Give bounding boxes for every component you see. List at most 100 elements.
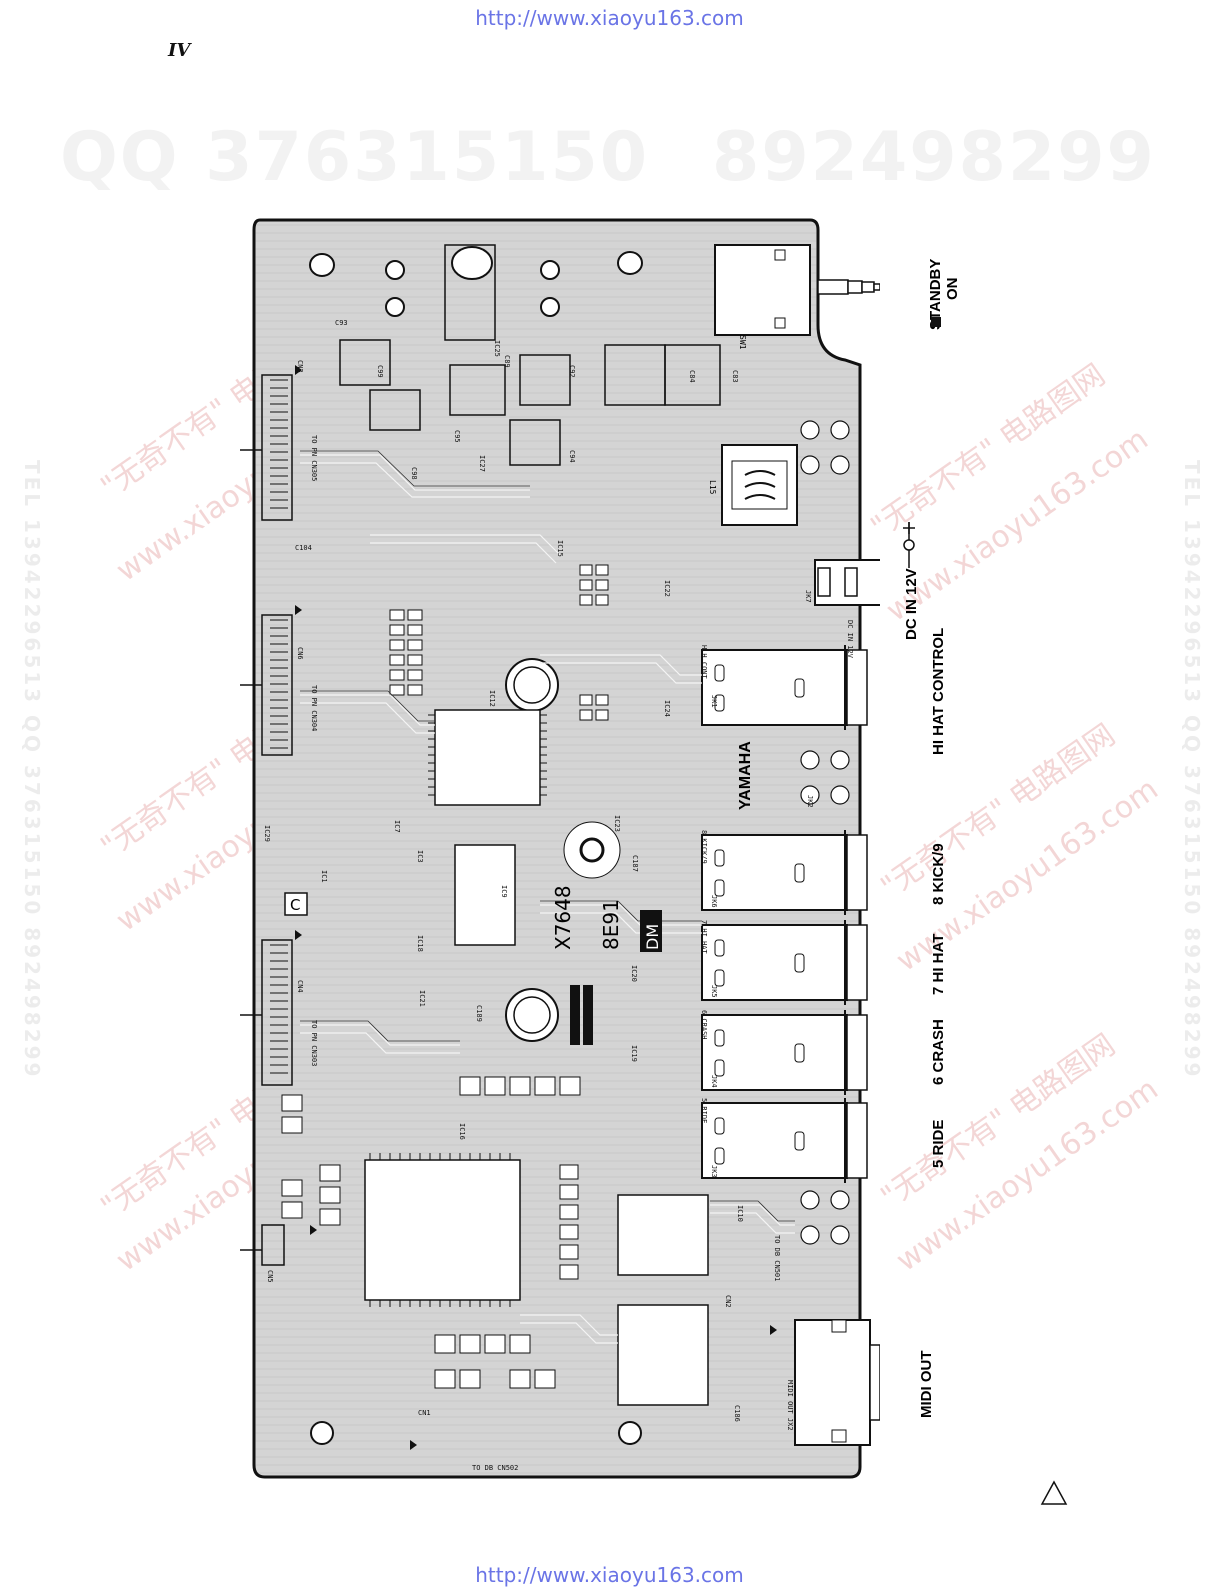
c104-label: C104 [295, 544, 312, 552]
electrolytic-caps [339, 339, 721, 466]
c92-label: C92 [568, 365, 576, 378]
jk4-label: JK4 [710, 1075, 718, 1088]
dc-in-pcb-label: DC IN 12V [846, 620, 854, 659]
c89-label: C89 [503, 355, 511, 368]
ride-pcb-label: 5.RIDE [700, 1098, 708, 1123]
hihat-pcb-label: 7.HI HAT [700, 920, 708, 955]
to-pn-cn304: TO PN CN304 [310, 685, 318, 731]
ic19-label: IC19 [630, 1045, 638, 1062]
ic12-label: IC12 [488, 690, 496, 707]
ic22-label: IC22 [663, 580, 671, 597]
ic29-label: IC29 [263, 825, 271, 842]
crash-number: 6 [930, 1076, 947, 1085]
trace-outlines [300, 450, 795, 1222]
watermark-side-left: TEL 13942296513 QQ 376315150 892498299 [20, 460, 44, 1080]
mark-c: C [290, 896, 300, 914]
cn1-label: CN1 [418, 1409, 431, 1417]
pcb-board: SW1 L15 [240, 218, 880, 1479]
c94-label: C94 [568, 450, 576, 463]
watermark-cn-2: "无奇不有" 电路图网 [864, 357, 1112, 546]
cn3-label: CN3 [296, 360, 304, 373]
c189-label: C189 [475, 1005, 483, 1022]
jk2-label: JK2 [806, 795, 814, 808]
ic15-label: IC15 [556, 540, 564, 557]
hi-hat-text: HI HAT [930, 933, 947, 983]
c98-label: C98 [410, 467, 418, 480]
ic21-label: IC21 [418, 990, 426, 1007]
phone-jack-jk6 [701, 830, 868, 915]
dm-box [640, 910, 662, 952]
c99-label: C99 [376, 365, 384, 378]
on-label: ON [944, 277, 961, 301]
ic20-label: IC20 [630, 965, 638, 982]
cn4-label: CN4 [296, 980, 304, 993]
ic18-label: IC18 [416, 935, 424, 952]
ride-label: 5 RIDE [930, 1120, 947, 1168]
page-marker: IV [168, 40, 191, 61]
ic1-label: IC1 [320, 870, 328, 883]
c186-label: C186 [733, 1405, 741, 1422]
to-db-cn501: TO DB CN501 [773, 1235, 781, 1281]
ic9-label: IC9 [500, 885, 508, 898]
hh-cont-label: H.H.CONT [700, 645, 708, 680]
kick9-pcb-label: 8.KICK/9 [700, 830, 708, 864]
ic23-label: IC23 [613, 815, 621, 832]
hi-hat-label: 7 HI HAT [930, 934, 947, 995]
ic3-label: IC3 [416, 850, 424, 863]
brand-label: YAMAHA [737, 741, 754, 810]
phone-jack-jk1 [701, 645, 868, 730]
ic7-label: IC7 [393, 820, 401, 833]
mark-c-box [284, 892, 308, 916]
dc-polarity-icon [903, 522, 915, 568]
ic-packages [364, 709, 709, 1406]
to-db-cn502: TO DB CN502 [472, 1464, 518, 1472]
connector-pins [270, 379, 288, 1074]
l15-label: L15 [708, 480, 717, 495]
kick-text: KICK/9 [930, 843, 947, 893]
trace-lines [300, 454, 795, 1344]
crash-label: 6 CRASH [930, 1019, 947, 1085]
jk7-label: JK7 [804, 590, 812, 603]
standby-square-icon [931, 317, 941, 327]
crash-pcb-label: 6.CRASH [700, 1010, 708, 1040]
watermark-qq: QQ 376315150 [60, 118, 650, 197]
c84-label: C84 [688, 370, 696, 383]
midi-out-connector [794, 1319, 880, 1446]
ic24-label: IC24 [663, 700, 671, 717]
dc-jack-jk7 [814, 559, 880, 606]
watermark-side-right: TEL 13942296513 QQ 376315150 892498299 [1180, 460, 1204, 1080]
edge-connectors [240, 374, 293, 1266]
black-stripes [570, 985, 593, 1045]
phone-jack-jk4 [701, 1010, 868, 1095]
c93-label: C93 [335, 319, 348, 327]
board-code-8e91: 8E91 [599, 899, 623, 950]
c187-label: C187 [631, 855, 639, 872]
c95-label: C95 [453, 430, 461, 443]
jk5-label: JK5 [710, 985, 718, 998]
jk1-label: JK1 [710, 695, 718, 708]
to-pn-cn303: TO PN CN303 [310, 1020, 318, 1066]
board-code-dm: DM [643, 924, 662, 950]
cn6-label: CN6 [296, 647, 304, 660]
hi-hat-number: 7 [930, 986, 947, 995]
board-code-x7648: X7648 [551, 885, 575, 950]
hi-hat-control-label: HI HAT CONTROL [930, 627, 947, 755]
crash-text: CRASH [930, 1019, 947, 1073]
midi-out-label: MIDI OUT [918, 1350, 935, 1419]
ride-number: 5 [930, 1159, 947, 1168]
phone-jack-jk3 [701, 1098, 868, 1183]
mounting-holes [309, 246, 643, 1445]
ic25-label: IC25 [493, 340, 501, 357]
pin-markers [295, 365, 777, 1450]
cn5-label: CN5 [266, 1270, 274, 1283]
jk3-label: JK3 [710, 1165, 718, 1178]
transformer-l15 [721, 444, 798, 526]
k-pads [800, 420, 850, 1245]
phone-jack-jk5 [701, 920, 868, 1005]
sw1-label: SW1 [738, 335, 747, 350]
cn2-label: CN2 [724, 1295, 732, 1308]
jk6-label: JK6 [710, 895, 718, 908]
ic-pins [369, 714, 547, 1307]
large-pads [505, 658, 621, 1042]
ic10-label: IC10 [736, 1205, 744, 1222]
